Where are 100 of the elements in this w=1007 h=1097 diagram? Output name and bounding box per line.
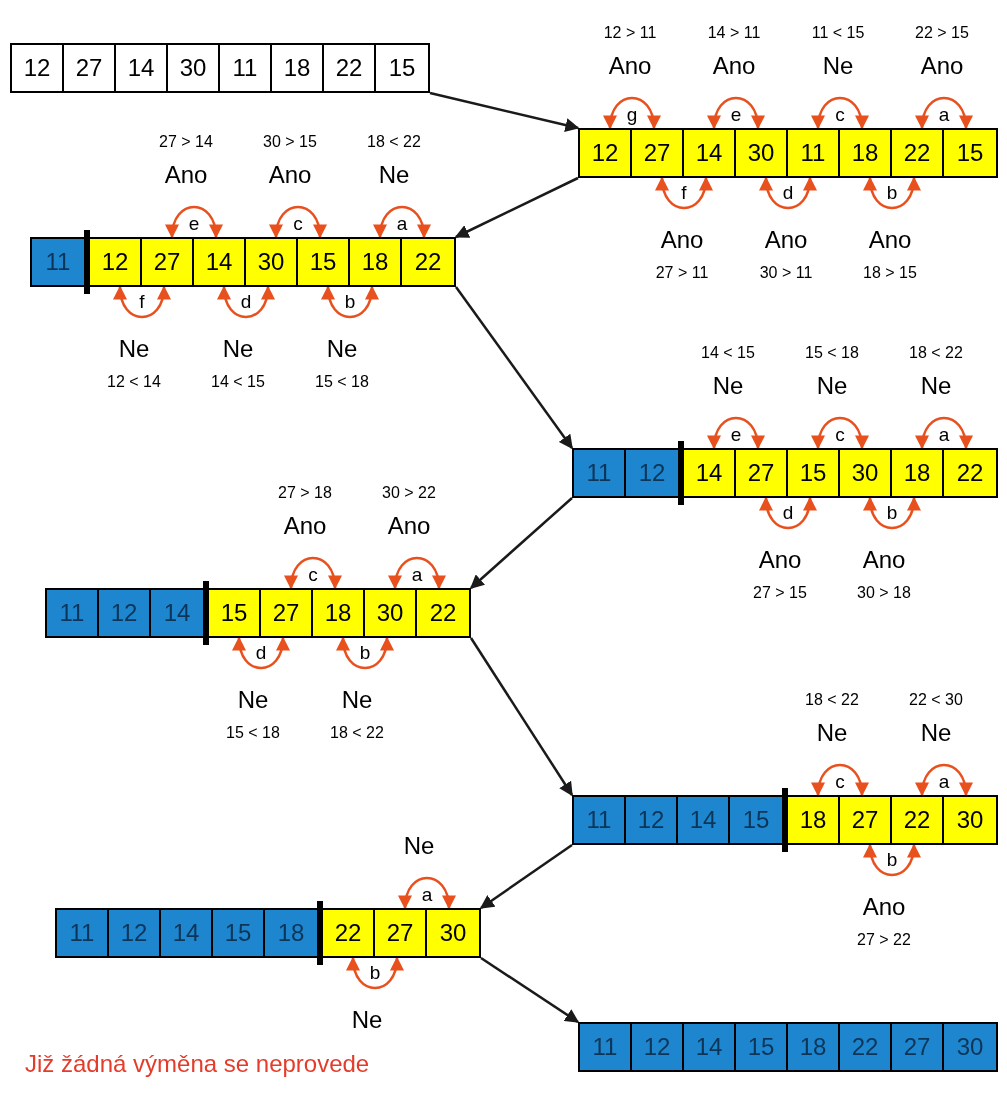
answer-text: Ne [326,337,358,361]
answer-text: Ne [920,374,952,398]
swap-arrow [322,285,378,319]
array-cell: 12 [626,797,678,843]
arrow [429,91,580,132]
answer-text: Ano [868,228,912,252]
answer-text: Ano [164,163,208,187]
comparison-text: 30 > 15 [263,134,317,150]
comparison-text: 14 < 15 [211,374,265,390]
comparison-text: 14 > 11 [707,25,761,41]
array-cell: 22 [417,590,469,636]
array-cell: 14 [151,590,203,636]
answer-text: Ano [920,54,964,78]
arrow [469,497,573,589]
answer-text: Ne [712,374,744,398]
swap-arrow [233,636,289,670]
array-cell: 12 [90,239,142,285]
array-cell: 30 [944,1024,996,1070]
array-cell: 11 [580,1024,632,1070]
answer-text: Ano [758,548,802,572]
array-cell: 11 [574,797,626,843]
answer-text: Ne [222,337,254,361]
comparison-text: 15 < 18 [226,725,280,741]
arrow [455,286,573,450]
swap-arrow [347,956,403,990]
array-cell: 30 [365,590,417,636]
array-cell: 11 [788,130,840,176]
array-bar [578,128,998,178]
swap-arrow [812,96,868,130]
swap-arrow [916,416,972,450]
comparison-text: 27 > 18 [278,485,332,501]
array-cell: 22 [323,910,375,956]
array-cell: 11 [57,910,109,956]
array-cell: 15 [944,130,996,176]
comparison-text: 12 > 11 [603,25,657,41]
comparison-text: 27 > 11 [655,265,709,281]
array-cell: 22 [892,130,944,176]
comparison-text: 12 < 14 [107,374,161,390]
array-cell: 30 [736,130,788,176]
array-cell: 18 [313,590,365,636]
swap-arrow [708,96,764,130]
array-cell: 12 [99,590,151,636]
answer-text: Ano [764,228,808,252]
swap-arrow [218,285,274,319]
array-cell: 14 [684,450,736,496]
array-cell: 18 [350,239,402,285]
answer-text: Ne [237,688,269,712]
array-cell: 14 [161,910,213,956]
array-cell: 30 [246,239,298,285]
comparison-text: 18 < 22 [367,134,421,150]
swap-arrow [864,843,920,877]
arrow [480,956,580,1024]
array-cell: 15 [788,450,840,496]
array-cell: 22 [402,239,454,285]
comparison-text: 18 < 22 [909,345,963,361]
array-cell: 14 [194,239,246,285]
comparison-text: 11 < 15 [811,25,865,41]
answer-text: Ne [351,1008,383,1032]
answer-text: Ano [862,548,906,572]
swap-arrow [864,176,920,210]
array-cell: 11 [574,450,626,496]
array-cell: 18 [265,910,317,956]
answer-text: Ano [268,163,312,187]
array-cell: 30 [944,797,996,843]
arrow [454,176,579,239]
array-cell: 11 [32,239,84,285]
swap-arrow [285,556,341,590]
swap-arrow [812,763,868,797]
swap-arrow [270,205,326,239]
comparison-text: 18 > 15 [863,265,917,281]
answer-text: Ne [816,721,848,745]
array-cell: 22 [840,1024,892,1070]
swap-arrow [337,636,393,670]
comparison-text: 18 < 22 [805,692,859,708]
swap-arrow [812,416,868,450]
answer-text: Ne [816,374,848,398]
array-cell: 12 [626,450,678,496]
array-cell: 11 [47,590,99,636]
comparison-text: 27 > 22 [857,932,911,948]
swap-arrow [656,176,712,210]
answer-text: Ne [341,688,373,712]
array-cell: 27 [142,239,194,285]
arrow [469,637,574,797]
answer-text: Ano [608,54,652,78]
answer-text: Ano [712,54,756,78]
answer-text: Ne [378,163,410,187]
comparison-text: 15 < 18 [805,345,859,361]
swap-arrow [760,496,816,530]
swap-arrow [114,285,170,319]
array-cell: 27 [632,130,684,176]
answer-text: Ano [283,514,327,538]
swap-arrow [864,496,920,530]
answer-text: Ano [387,514,431,538]
array-cell: 27 [375,910,427,956]
swap-arrow [708,416,764,450]
array-cell: 18 [840,130,892,176]
swap-arrow [374,205,430,239]
array-cell: 27 [261,590,313,636]
array-cell: 15 [209,590,261,636]
answer-text: Ne [403,834,435,858]
